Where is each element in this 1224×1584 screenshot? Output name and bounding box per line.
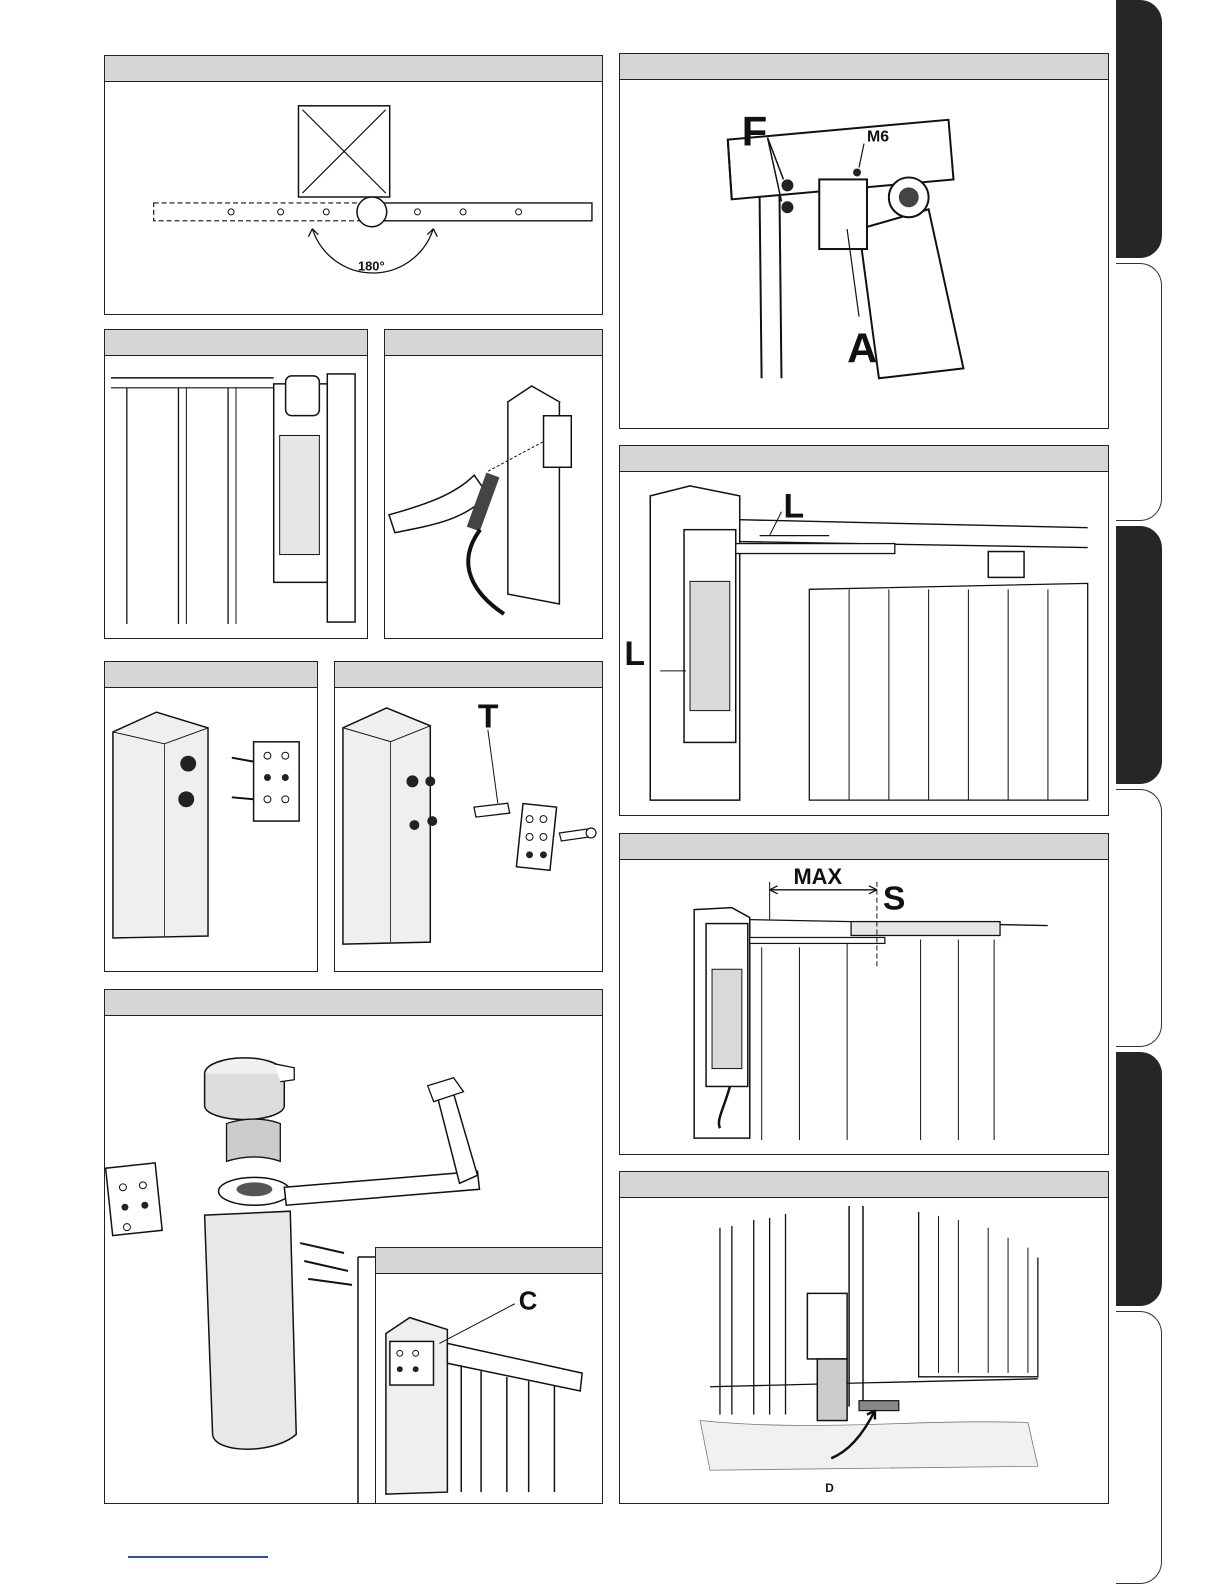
figure-body: C [376,1274,602,1503]
label-f: F [742,108,768,155]
operator-on-post-drawing [105,356,367,638]
arm-stroke-drawing: MAX S [620,860,1108,1154]
figure-operator-on-post [104,329,368,639]
side-tab-2[interactable] [1116,263,1162,521]
anchor-plug-drawing: T [335,688,602,971]
side-tab-6[interactable] [1116,1311,1162,1584]
figure-body: MAX S [620,860,1108,1154]
welding-bracket-drawing [385,356,602,638]
figure-ground-stop: D [619,1171,1109,1504]
figure-header [105,330,367,356]
label-l-side: L [624,635,645,673]
figure-swing-angle: 180° [104,55,603,315]
side-tab-5[interactable] [1116,1052,1162,1306]
figure-header [105,56,602,82]
swing-angle-drawing: 180° [105,82,602,314]
angle-label: 180° [358,258,385,273]
figure-body [105,356,367,638]
figure-body: 180° [105,82,602,314]
figure-body: L L [620,472,1108,815]
bracket-fixing-drawing: F M6 A [620,80,1108,428]
side-tab-3[interactable] [1116,526,1162,784]
figure-header [105,990,602,1016]
figure-header [105,662,317,688]
label-c: C [519,1288,538,1316]
figure-body [385,356,602,638]
figure-post-holes [104,661,318,972]
figure-header [620,834,1108,860]
figure-header [620,446,1108,472]
figure-bracket-c: C [375,1247,603,1504]
figure-arm-stroke: MAX S [619,833,1109,1155]
figure-operator-level: L L [619,445,1109,816]
post-holes-drawing [105,688,317,971]
figure-header [335,662,602,688]
figure-header [376,1248,602,1274]
label-t: T [478,698,499,736]
side-tab-4[interactable] [1116,789,1162,1047]
label-a: A [847,324,877,371]
figure-bracket-fixing: F M6 A [619,53,1109,429]
ground-stop-drawing: D [620,1198,1108,1503]
figure-header [385,330,602,356]
footer-link-underline [128,1556,268,1558]
figure-header [620,54,1108,80]
figure-welding-bracket [384,329,603,639]
bracket-c-drawing: C [376,1274,602,1503]
figure-body: F M6 A [620,80,1108,428]
figure-header [620,1172,1108,1198]
operator-level-drawing: L L [620,472,1108,815]
side-tab-1[interactable] [1116,0,1162,258]
figure-anchor-plug: T [334,661,603,972]
figure-body [105,688,317,971]
label-l-top: L [783,488,804,526]
label-s: S [883,880,906,918]
label-d: D [825,1481,834,1495]
figure-body: D [620,1198,1108,1503]
label-max: MAX [793,864,842,889]
label-m6: M6 [867,129,889,146]
figure-body: T [335,688,602,971]
